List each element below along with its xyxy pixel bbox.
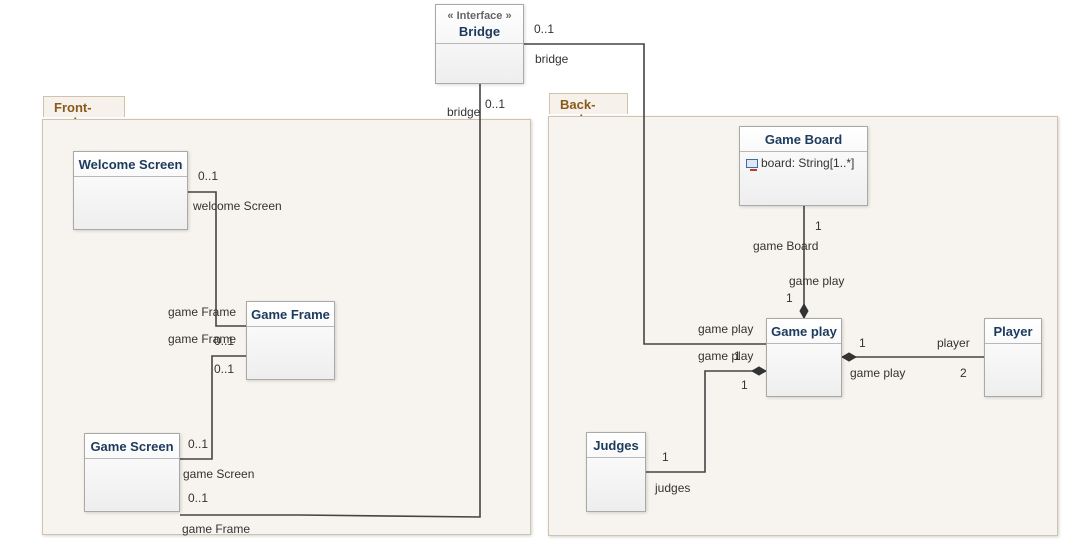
stereotype-label: « Interface » [447, 10, 512, 22]
class-bridge[interactable]: « Interface » Bridge [435, 4, 524, 84]
multiplicity-label: 1 [859, 336, 866, 350]
class-player[interactable]: Player [984, 318, 1042, 397]
role-label: game Board [753, 239, 819, 253]
multiplicity-label: 0..1 [534, 22, 555, 36]
composition-diamond-player [840, 352, 858, 362]
class-header: Game play [767, 319, 841, 344]
multiplicity-label: 0..1 [198, 169, 219, 183]
role-label: game Frame [168, 305, 237, 319]
role-label: bridge [535, 52, 569, 66]
class-header: Judges [587, 433, 645, 458]
class-header: Player [985, 319, 1041, 344]
class-game-frame[interactable]: Game Frame [246, 301, 335, 380]
role-label: judges [655, 481, 691, 495]
class-attribute[interactable]: board: String[1..*] [740, 152, 867, 171]
class-name: Bridge [458, 24, 501, 39]
class-game-play[interactable]: Game play [766, 318, 842, 397]
multiplicity-label: 0..1 [214, 362, 235, 376]
role-label: game play [789, 274, 845, 288]
attribute-icon [746, 159, 758, 171]
multiplicity-label: 0..1 [485, 97, 506, 111]
multiplicity-label: 1 [662, 450, 669, 464]
edge-bridge-gameplay [524, 43, 766, 345]
class-header: Game Frame [247, 302, 334, 327]
multiplicity-label: 2 [960, 366, 967, 380]
role-label: game play [698, 349, 754, 363]
class-welcome-screen[interactable]: Welcome Screen [73, 151, 188, 230]
multiplicity-label: 0..1 [188, 437, 209, 451]
role-label: game Frame [168, 332, 237, 346]
role-label: welcome Screen [193, 199, 282, 213]
multiplicity-label: 1 [815, 219, 822, 233]
edge-gameframe-gamescreen [180, 355, 246, 460]
edge-welcome-gameframe [188, 191, 246, 327]
multiplicity-label: 1 [786, 291, 793, 305]
class-header: Welcome Screen [74, 152, 187, 177]
multiplicity-label: 1 [734, 349, 741, 363]
class-header: Game Screen [85, 434, 179, 459]
role-label: bridge [447, 105, 481, 119]
multiplicity-label: 1 [741, 378, 748, 392]
role-label: player [937, 336, 970, 350]
role-label: game play [850, 366, 906, 380]
edge-bridge-gamescreen [180, 84, 481, 518]
package-tab-backend[interactable]: Back-end [549, 93, 628, 127]
class-judges[interactable]: Judges [586, 432, 646, 512]
edge-judges-gameplay [646, 370, 766, 473]
class-header: « Interface » Bridge [436, 5, 523, 44]
composition-diamond-judges [750, 366, 768, 376]
role-label: game Frame [182, 522, 251, 536]
role-label: game Screen [183, 467, 255, 481]
composition-diamond-gameboard [799, 302, 809, 320]
multiplicity-label: 0..1 [214, 334, 235, 348]
class-game-screen[interactable]: Game Screen [84, 433, 180, 512]
class-game-board[interactable]: Game Board board: String[1..*] [739, 126, 868, 206]
attribute-text: board: String[1..*] [761, 156, 855, 170]
multiplicity-label: 0..1 [188, 491, 209, 505]
class-header: Game Board [740, 127, 867, 152]
role-label: game play [698, 322, 754, 336]
